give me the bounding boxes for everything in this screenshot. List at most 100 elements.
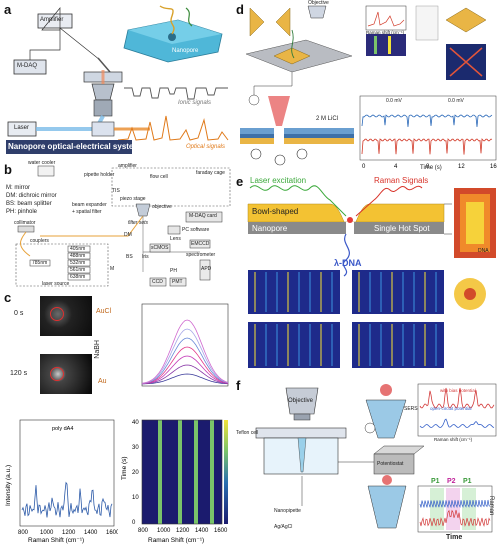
- spatial-filter-label: + spatial filter: [72, 209, 102, 215]
- nanopore-label: Nanopore: [172, 48, 199, 54]
- panel-b-schematic: [15, 165, 231, 287]
- dna-label: λ-DNA: [334, 258, 362, 268]
- raman-xtick: 800: [18, 530, 29, 536]
- wavelength-785: 785nm: [32, 260, 48, 266]
- ccd-label: CCD: [152, 279, 163, 285]
- bias-spectrum: [419, 387, 495, 409]
- raman-xtick: 1200: [62, 530, 76, 536]
- panel-d-label: d: [236, 2, 244, 17]
- panel-e-label: e: [236, 174, 244, 189]
- panel-c-label: c: [4, 290, 12, 305]
- raman-xtick: 1400: [84, 530, 98, 536]
- heatmap-xlabel: Raman Shift (cm⁻¹): [148, 537, 204, 544]
- licl-label: 2 M LiCl: [316, 116, 339, 122]
- panel-a: a Ampli: [0, 0, 232, 158]
- iris-label: Iris: [142, 254, 149, 260]
- lens-label: Lens: [170, 236, 181, 242]
- optical-signal-trace: [117, 115, 229, 141]
- water-cooler-label: water cooler: [28, 160, 56, 166]
- ph-label: PH: [170, 268, 177, 274]
- trace-label-2: 0.0 mV: [448, 98, 464, 104]
- hot-spot-label: Single Hot Spot: [374, 224, 430, 233]
- objective-b-label: objective: [152, 204, 172, 210]
- amplifier-label: Amplifier: [40, 17, 64, 23]
- heatmap-xtick: 1400: [195, 528, 209, 534]
- raman-signals-label: Raman Signals: [374, 176, 429, 185]
- legend-m: M: mirror: [6, 185, 30, 191]
- raman-f-label: Raman: [488, 496, 494, 516]
- collimator-label: collimator: [14, 220, 36, 226]
- au-label: Au: [98, 378, 107, 385]
- scattering-series: [141, 373, 229, 385]
- panel-b-legend: M: mirror DM: dichroic mirror BS: beam s…: [6, 184, 57, 216]
- heatmap-ylabel: Time (s): [121, 456, 128, 480]
- sers-label: SERS: [404, 406, 418, 412]
- potentiostat-label: Potentiostat: [377, 461, 404, 467]
- pmt-label: PMT: [172, 279, 183, 285]
- panel-a-schematic: [6, 5, 229, 154]
- mdaq-label: M-DAQ: [17, 63, 37, 69]
- scattering-spectra-chart: [141, 303, 229, 387]
- panel-e-schematic: [247, 185, 496, 368]
- ionic-signal-trace: [124, 87, 228, 100]
- filter-sets-label: filter sets: [128, 220, 149, 226]
- panel-d: d 0: [234, 0, 500, 172]
- panel-f-schematic: [255, 383, 497, 533]
- panel-f: f Objective Teflon cell Potentiostat Nan…: [234, 376, 500, 544]
- objective-f-label: Objective: [288, 398, 314, 404]
- system-title: Nanopore optical-electrical system: [8, 142, 141, 151]
- raman-shift-d-label: Raman shift (cm⁻¹): [366, 30, 405, 35]
- heatmap-xtick: 800: [138, 528, 149, 534]
- tis-label: TIS: [112, 188, 120, 194]
- system-title-banner: [6, 140, 132, 154]
- microscopy-0s: [40, 296, 92, 336]
- time-tick: 12: [458, 164, 465, 170]
- wavelength-532: 532nm: [70, 260, 86, 266]
- heatmap-xtick: 1200: [176, 528, 190, 534]
- scattering-series: [141, 319, 229, 384]
- heatmap-ytick: 10: [132, 495, 139, 501]
- p2-label: P2: [447, 478, 456, 485]
- legend-ph: PH: pinhole: [6, 209, 38, 215]
- current-trace-blue: [361, 114, 493, 127]
- target-circle: [50, 367, 64, 381]
- time-f-label: Time: [446, 534, 463, 541]
- couplers-label: couplers: [30, 238, 49, 244]
- raman-ylabel: Intensity (a.u.): [5, 465, 12, 506]
- time-120s-label: 120 s: [10, 370, 28, 377]
- pc-software-label: PC software: [182, 227, 210, 233]
- bs-label: BS: [126, 254, 133, 260]
- bowl-shaped-label: Bowl-shaped: [252, 207, 299, 216]
- heatmap-ytick: 40: [132, 420, 139, 426]
- scattering-series: [141, 346, 229, 384]
- with-bias-label: with bias potential: [440, 388, 476, 393]
- aucl-label: AuCl: [96, 308, 112, 315]
- piezo-stage-label: piezo stage: [120, 196, 146, 202]
- raman-series: [21, 481, 113, 518]
- agagcl-label: Ag/AgCl: [274, 524, 293, 530]
- beam-expander-label: beam expander: [72, 202, 107, 208]
- time-trace-red: [419, 509, 491, 528]
- laser-excitation-label: Laser excitation: [250, 176, 307, 185]
- amplifier-b-label: amplifier: [118, 163, 137, 169]
- microscopy-120s: [40, 354, 92, 394]
- raman-xtick: 1600: [106, 530, 118, 536]
- flow-cell-label: flow cell: [150, 174, 168, 180]
- target-circle: [50, 307, 64, 321]
- raman-xlabel: Raman Shift (cm⁻¹): [28, 537, 84, 544]
- panel-e: e Laser excitation Raman Signals Bowl-sh…: [234, 174, 500, 374]
- p1b-label: P1: [463, 478, 472, 485]
- time-tick: 4: [394, 164, 398, 170]
- spectrometer-label: spectrometer: [186, 252, 216, 258]
- open-circuit-spectrum: [419, 418, 495, 428]
- ionic-signals-label: Ionic signals: [178, 100, 212, 106]
- raman-shift-f-label: Raman shift (cm⁻¹): [434, 437, 473, 442]
- time-tick: 16: [490, 164, 497, 170]
- legend-dm: DM: dichroic mirror: [6, 193, 57, 199]
- heatmap-ytick: 30: [132, 445, 139, 451]
- mdaq-card-label: M-DAQ card: [189, 213, 217, 219]
- scmos-label: sCMOS: [151, 245, 169, 251]
